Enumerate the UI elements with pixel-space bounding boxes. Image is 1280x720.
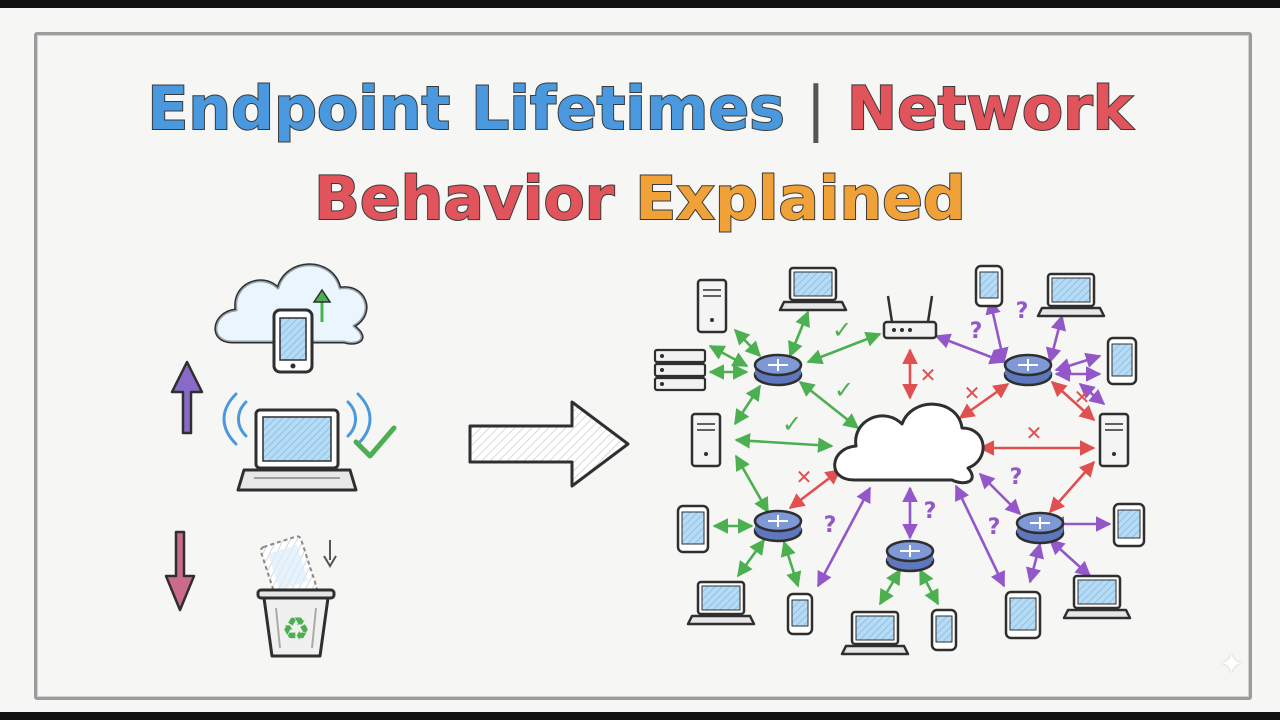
canvas: Endpoint Lifetimes | Network Behavior Ex…: [0, 8, 1280, 712]
cross-icon: ✕: [1026, 421, 1043, 445]
cross-icon: ✕: [796, 465, 813, 489]
smartphone-icon: [1112, 502, 1146, 548]
title-separator: |: [805, 74, 826, 144]
title-part-behavior: Behavior: [313, 163, 615, 235]
check-icon: [353, 425, 397, 459]
smartphone-icon: [1106, 336, 1138, 386]
network-link: [918, 568, 940, 606]
network-link: [1050, 380, 1096, 422]
network-link: [734, 433, 834, 453]
router-icon: [1003, 353, 1053, 387]
right-arrow-icon: [468, 400, 630, 488]
network-link: [1048, 538, 1092, 578]
laptop-icon: [1036, 272, 1106, 318]
smartphone-icon: [786, 592, 814, 636]
cloud-icon: [833, 402, 985, 485]
wifi-signal-right-icon: [346, 392, 372, 446]
router-icon: [753, 509, 803, 543]
down-arrow-icon: [164, 530, 196, 612]
network-link: [708, 344, 749, 368]
title-line-1: Endpoint Lifetimes | Network: [0, 73, 1280, 145]
network-link: [1078, 383, 1106, 405]
check-icon: ✓: [782, 410, 802, 438]
router-icon: [753, 353, 803, 387]
network-link: [1026, 542, 1044, 584]
title-part-explained: Explained: [634, 163, 967, 235]
network-link: [788, 468, 842, 510]
check-icon: ✓: [834, 376, 854, 404]
question-mark-icon: ?: [1010, 465, 1023, 490]
title-part-endpoint-lifetimes: Endpoint Lifetimes: [146, 73, 785, 145]
network-link: [1054, 352, 1102, 374]
link-status-marks: ✓ ✓ ✓ ✕ ✕ ✕ ✕ ✕??????: [782, 299, 1090, 540]
network-link: [733, 328, 762, 358]
smartphone-icon: [974, 264, 1004, 308]
network-links: [708, 298, 1112, 606]
laptop-icon: [840, 610, 910, 656]
title-part-network: Network: [846, 73, 1134, 145]
title-line-2: Behavior Explained: [0, 163, 1280, 235]
smartphone-icon: [676, 504, 710, 554]
cross-icon: ✕: [1074, 385, 1091, 409]
router-icon: [1015, 511, 1065, 545]
question-mark-icon: ?: [924, 499, 937, 524]
question-mark-icon: ?: [1016, 299, 1029, 324]
network-link: [816, 486, 872, 588]
tower-pc-icon: [690, 412, 722, 468]
recycle-bin-icon: ♻: [256, 535, 337, 658]
question-mark-icon: ?: [988, 515, 1001, 540]
network-link: [978, 472, 1022, 516]
svg-text:♻: ♻: [282, 610, 311, 648]
server-icon: [653, 348, 707, 392]
up-arrow-icon: [170, 360, 204, 435]
upload-arrow-icon: [312, 288, 332, 322]
cross-icon: ✕: [964, 381, 981, 405]
question-mark-icon: ?: [824, 513, 837, 538]
network-link: [733, 384, 762, 426]
network-link: [806, 331, 882, 365]
sketch-frame: [34, 32, 1252, 700]
smartphone-icon: [1004, 590, 1042, 640]
smartphone-icon: [930, 608, 958, 652]
check-icon: ✓: [832, 316, 852, 344]
sparkle-watermark-icon: ✦: [1218, 647, 1244, 682]
network-link: [798, 380, 860, 430]
network-link: [954, 484, 1006, 588]
tower-pc-icon: [1098, 412, 1130, 468]
router-icon: [885, 539, 935, 573]
tower-pc-icon: [696, 278, 728, 334]
wifi-router-icon: [882, 295, 938, 340]
network-link: [734, 454, 770, 514]
network-link: [1045, 314, 1067, 364]
laptop-icon: [236, 408, 358, 492]
network-devices: [653, 264, 1146, 656]
network-link: [788, 310, 810, 358]
laptop-icon: [778, 266, 848, 312]
network-link: [985, 298, 1009, 364]
cross-icon: ✕: [920, 363, 937, 387]
laptop-icon: [686, 580, 756, 626]
network-link: [1048, 460, 1096, 514]
network-link: [958, 382, 1010, 420]
question-mark-icon: ?: [970, 319, 983, 344]
laptop-icon: [1062, 574, 1132, 620]
cloud-icon: [214, 263, 368, 345]
wifi-signal-left-icon: [222, 392, 248, 446]
smartphone-icon: [272, 308, 314, 374]
lifecycle-group: ♻: [164, 263, 397, 658]
network-diagram: ♻ ✓ ✓ ✓ ✕ ✕ ✕ ✕ ✕??????: [164, 263, 1146, 658]
network-link: [878, 568, 902, 606]
network-link: [780, 540, 802, 588]
network-link: [736, 538, 766, 578]
